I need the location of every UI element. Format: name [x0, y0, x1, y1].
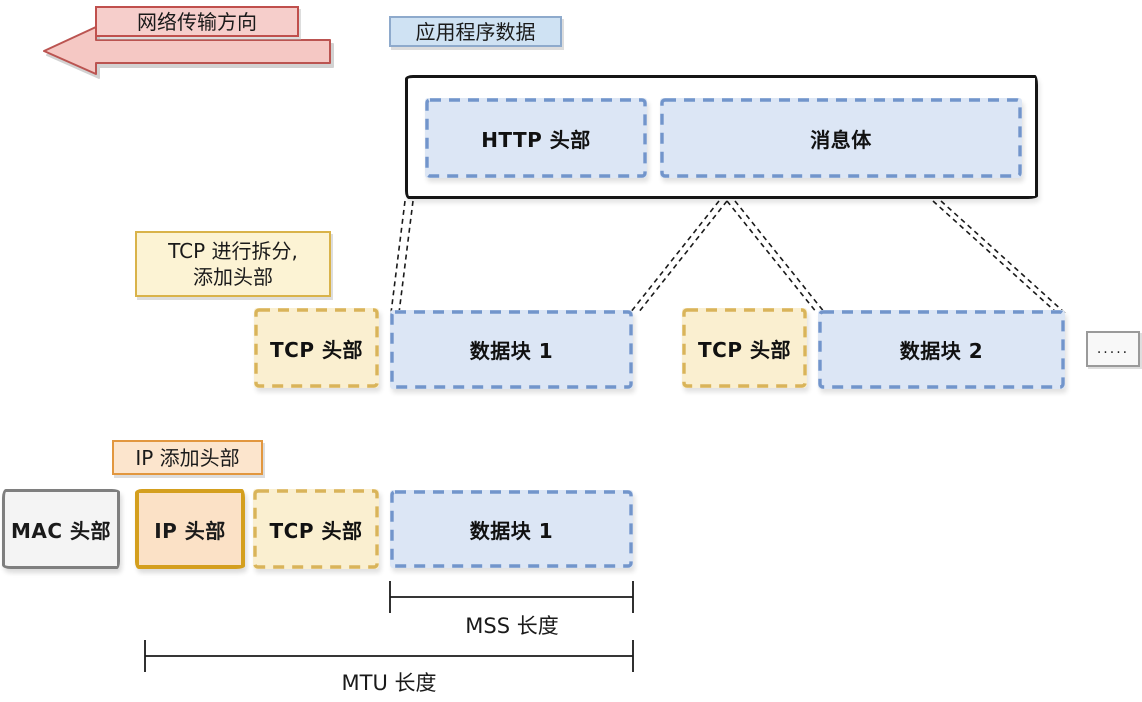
- application-data-box: HTTP 头部 消息体: [405, 75, 1038, 199]
- http-header-box: HTTP 头部: [425, 98, 647, 178]
- message-body-box: 消息体: [660, 98, 1022, 178]
- tcp-header-1-label: TCP 头部: [270, 337, 363, 362]
- tcp-header-box-1: TCP 头部: [254, 308, 379, 388]
- note-application-data-label: 应用程序数据: [415, 19, 536, 44]
- tcp-header-box-3: TCP 头部: [253, 489, 379, 569]
- http-header-label: HTTP 头部: [481, 127, 591, 152]
- data-chunk-2-box: 数据块 2: [818, 310, 1065, 389]
- mtu-length-label: MTU 长度: [341, 671, 437, 695]
- note-ip-add-header-label: IP 添加头部: [135, 445, 240, 470]
- data-chunk-2-label: 数据块 2: [899, 339, 984, 363]
- mac-header-label: MAC 头部: [10, 518, 112, 543]
- data-chunk-1-label: 数据块 1: [469, 339, 554, 363]
- mss-measure-line: [389, 581, 634, 613]
- note-application-data: 应用程序数据: [389, 16, 562, 47]
- data-chunk-1-bottom-label: 数据块 1: [469, 518, 554, 543]
- more-segments-box: .....: [1086, 331, 1140, 367]
- note-tcp-split-line1: TCP 进行拆分,: [168, 239, 298, 263]
- split-connector-lines: [390, 200, 1066, 314]
- note-tcp-split: TCP 进行拆分, 添加头部: [135, 231, 331, 297]
- tcp-header-box-2: TCP 头部: [682, 308, 807, 388]
- note-tcp-split-line2: 添加头部: [193, 265, 273, 289]
- mss-length-label: MSS 长度: [465, 614, 559, 638]
- message-body-label: 消息体: [810, 127, 872, 152]
- tcp-header-3-label: TCP 头部: [269, 518, 363, 543]
- more-segments-label: .....: [1096, 341, 1130, 357]
- mac-header-box: MAC 头部: [2, 489, 120, 569]
- data-chunk-1-box: 数据块 1: [390, 310, 633, 389]
- note-ip-add-header: IP 添加头部: [112, 440, 263, 475]
- ip-header-label: IP 头部: [154, 518, 226, 543]
- ip-header-box: IP 头部: [135, 489, 245, 569]
- note-transmission-direction-label: 网络传输方向: [137, 9, 257, 34]
- data-chunk-1-bottom-box: 数据块 1: [390, 490, 633, 568]
- note-transmission-direction: 网络传输方向: [95, 6, 299, 37]
- tcp-header-2-label: TCP 头部: [698, 337, 791, 362]
